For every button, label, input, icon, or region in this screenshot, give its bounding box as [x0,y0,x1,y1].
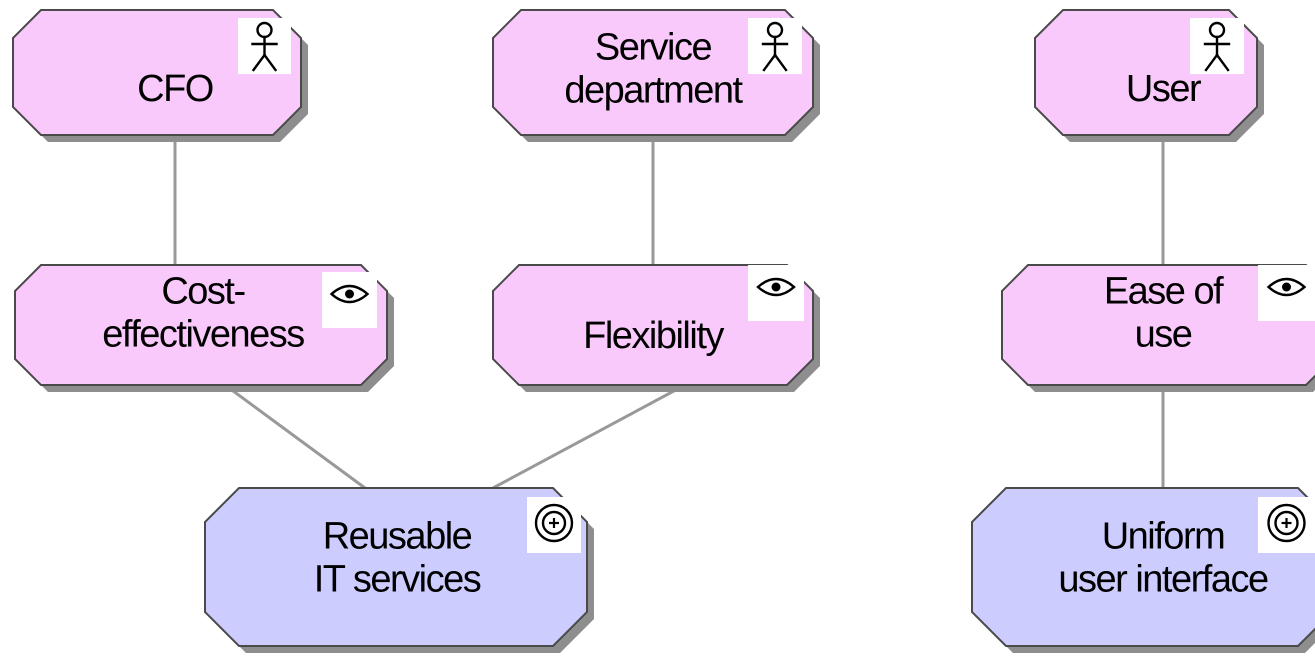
connector-cost-effectiveness-to-reusable-it-services [224,383,366,490]
node-label-line: IT services [314,559,481,601]
eye-icon [1258,265,1315,321]
node-label-line: Uniform [1102,516,1225,558]
target-icon [527,497,581,553]
node-label-line: Cost- [161,271,244,313]
eye-icon [748,265,804,321]
person-icon [1190,18,1244,74]
node-label-line: Service [595,27,712,69]
node-flexibility[interactable]: Flexibility [492,264,820,392]
node-label-line: department [564,70,743,112]
node-label-line: Reusable [323,516,472,558]
target-icon [1258,497,1315,553]
connectors [173,135,1165,490]
node-label-line: effectiveness [102,314,304,356]
node-label-line: User [1126,68,1202,110]
node-label-line: user interface [1058,559,1268,601]
connector-flexibility-to-reusable-it-services [492,383,686,490]
person-icon [748,18,802,74]
node-label-line: Ease of [1104,271,1224,313]
node-cfo[interactable]: CFO [12,9,308,142]
node-user[interactable]: User [1034,9,1264,142]
eye-icon [322,272,377,328]
node-cost-effectiveness[interactable]: Cost-effectiveness [14,264,394,392]
person-icon [238,18,291,74]
node-label-line: Flexibility [583,315,724,357]
node-label-line: use [1135,314,1192,356]
node-label-line: CFO [137,68,213,110]
